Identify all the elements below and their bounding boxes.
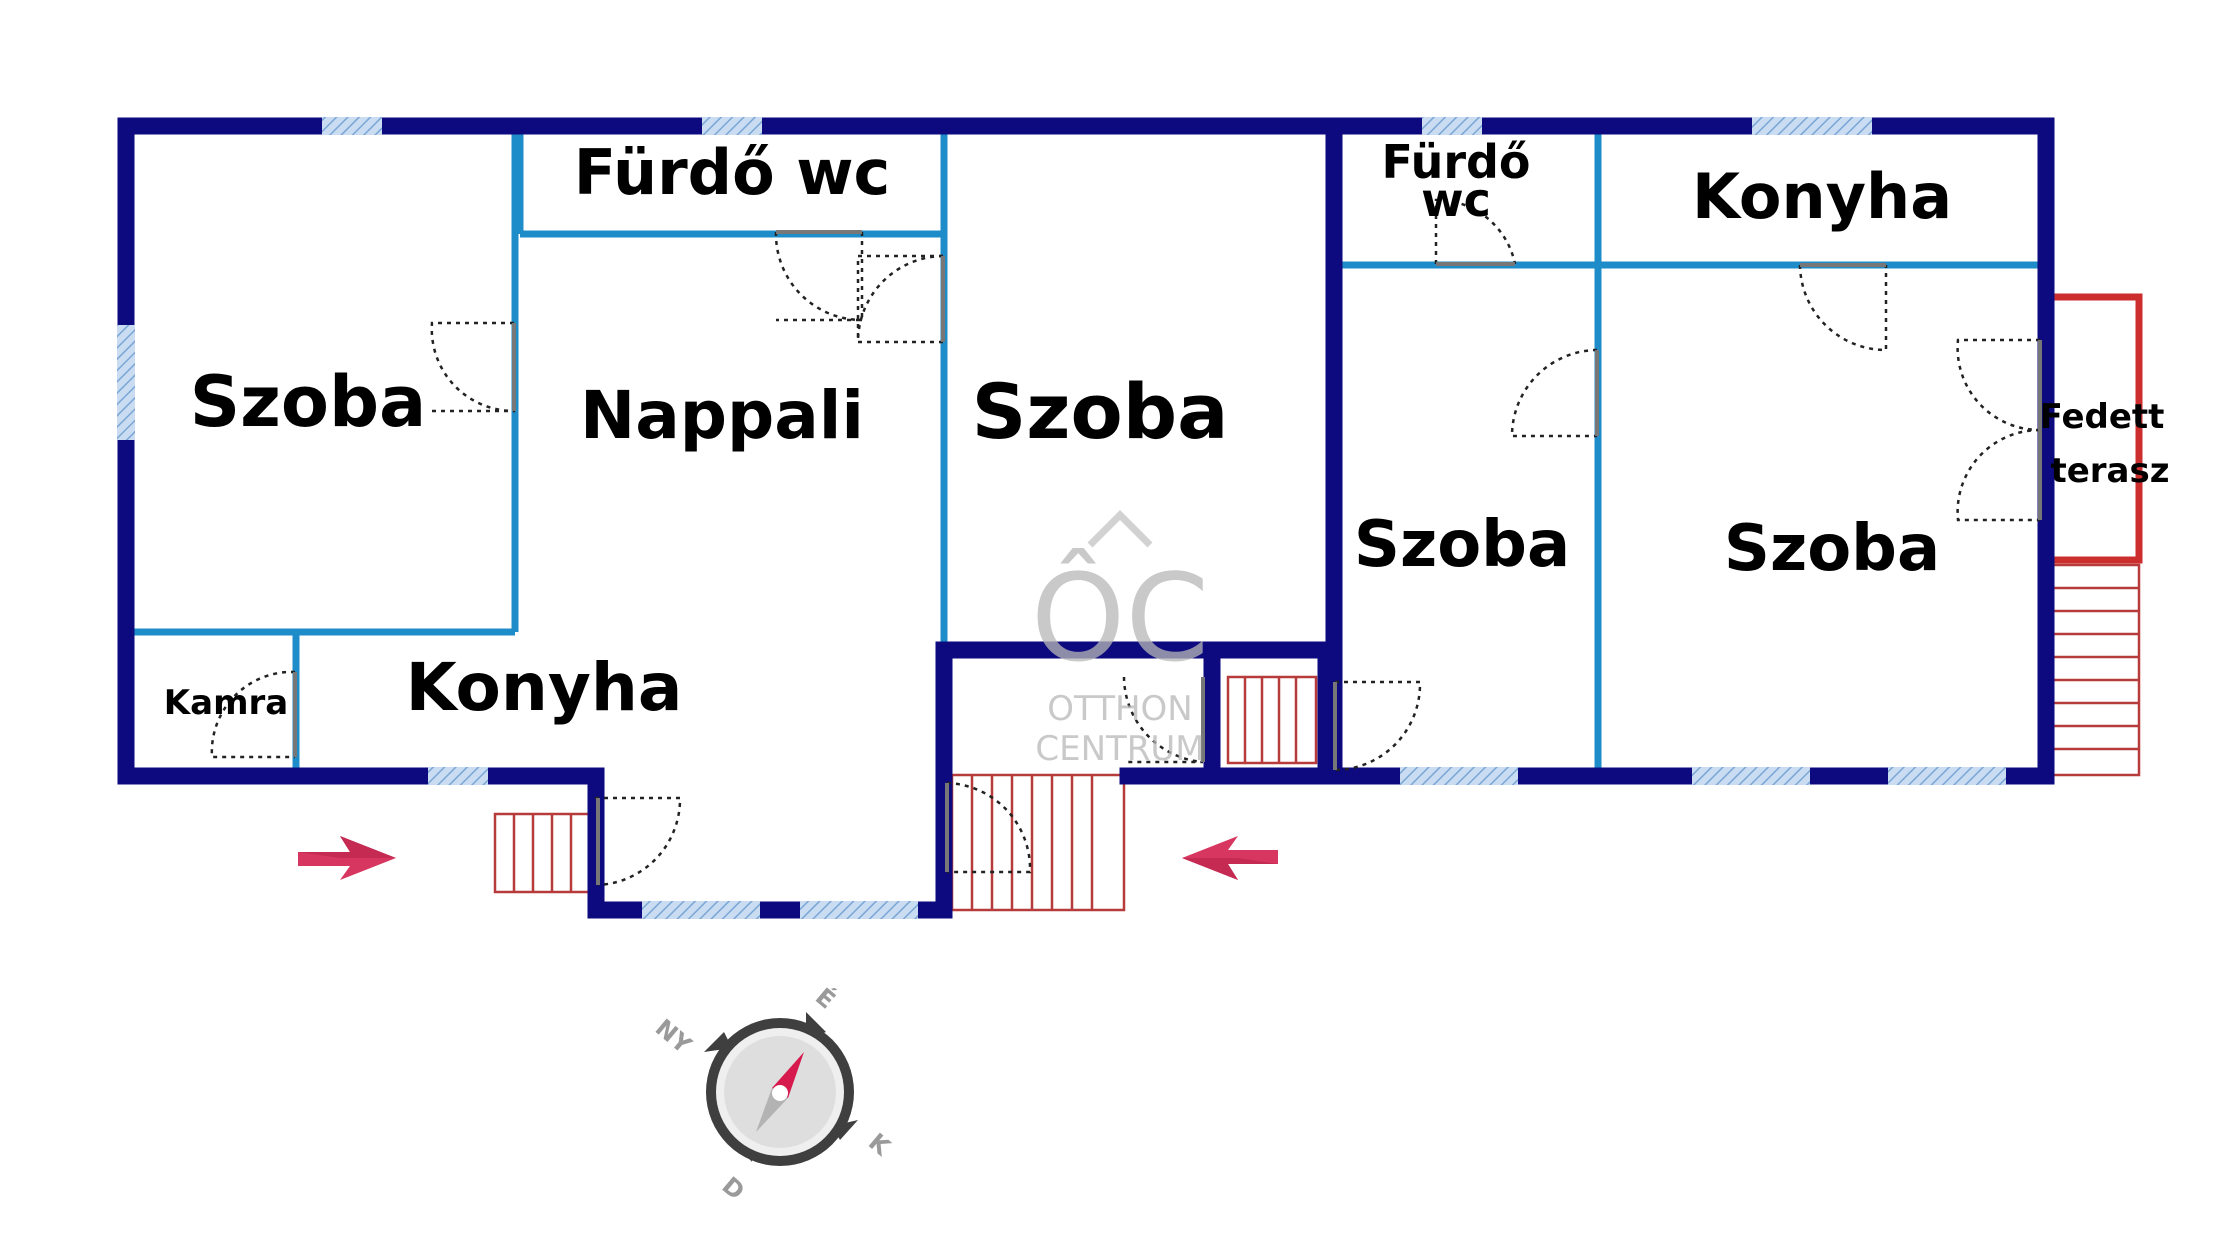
door-frames xyxy=(293,230,2042,885)
doors xyxy=(210,198,2041,887)
windows xyxy=(117,117,2006,919)
entry-arrow-right xyxy=(1182,836,1278,880)
room-label-szoba-mid: Szoba xyxy=(972,367,1229,456)
compass: É K D NY xyxy=(650,982,897,1206)
room-label-furdo-wc-2-line1: Fürdő xyxy=(1381,135,1530,189)
watermark-line1: OTTHON xyxy=(1047,689,1192,729)
room-label-konyha-left: Konyha xyxy=(406,649,683,726)
outer-walls xyxy=(117,117,2055,919)
room-label-szoba-right1: Szoba xyxy=(1354,508,1570,582)
room-label-fedett: Fedett xyxy=(2040,397,2165,437)
room-label-terasz-text: terasz xyxy=(2050,451,2169,491)
room-label-kamra: Kamra xyxy=(164,683,288,723)
room-label-furdo-wc-1: Fürdő wc xyxy=(574,136,891,209)
room-label-szoba-left: Szoba xyxy=(190,361,427,443)
compass-label-north: É xyxy=(810,982,841,1015)
watermark-logo: ÔC xyxy=(1031,549,1209,689)
room-label-szoba-right2: Szoba xyxy=(1724,512,1940,586)
stairs-entry-left xyxy=(493,812,592,894)
terrace xyxy=(2046,293,2143,564)
watermark: ÔC OTTHON CENTRUM xyxy=(1031,510,1209,769)
entry-arrow-left xyxy=(298,836,396,880)
stairs-small xyxy=(1226,675,1318,765)
compass-label-south: D xyxy=(717,1171,750,1205)
watermark-line2: CENTRUM xyxy=(1035,729,1204,769)
room-label-konyha-right: Konyha xyxy=(1692,160,1952,233)
compass-label-east: K xyxy=(863,1128,896,1162)
stairs-entry-middle xyxy=(950,773,1126,912)
room-label-nappali: Nappali xyxy=(580,377,864,454)
compass-label-west: NY xyxy=(650,1014,697,1060)
stairs-right xyxy=(2044,563,2141,777)
room-label-furdo-wc-2-line2: wc xyxy=(1421,173,1491,227)
